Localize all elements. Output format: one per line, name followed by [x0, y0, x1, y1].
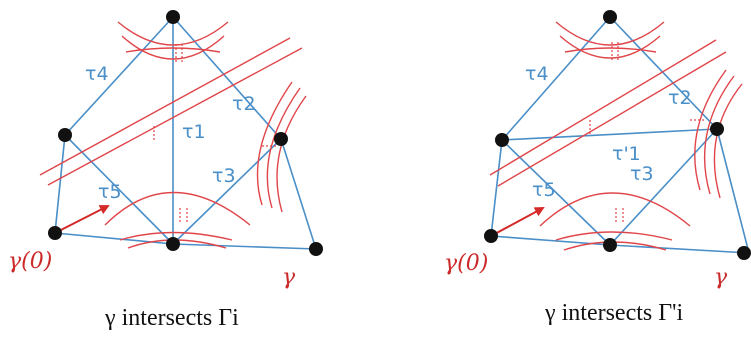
curve-top-arc-2 — [121, 35, 225, 60]
edge-tau2 — [609, 16, 718, 130]
curve-top-arc-1 — [117, 21, 229, 46]
edge-left-outer — [490, 139, 503, 237]
right-caption: γ intersects Γ'i — [544, 300, 683, 326]
curve-top-arc-2 — [559, 35, 661, 59]
vertex-origin — [484, 229, 498, 243]
curve-bottom-arc-1 — [539, 192, 691, 227]
curve-diagonal-2 — [497, 51, 727, 187]
edge-bottom-right — [609, 244, 750, 254]
label-gamma0: γ(0) — [8, 249, 52, 274]
right-gamma-arrow — [490, 207, 545, 237]
label-tau1: τ1 — [182, 121, 206, 143]
edge-left-outer — [54, 134, 66, 234]
curve-diagonal-2 — [47, 47, 303, 186]
left-edges — [54, 16, 317, 250]
edge-tau4 — [64, 16, 174, 136]
label-tau5: τ5 — [98, 181, 122, 203]
curve-diagonal-1 — [39, 37, 291, 176]
curve-bottom-arc-2 — [119, 231, 233, 241]
edge-tau2 — [172, 16, 282, 140]
edge-tau5 — [501, 139, 611, 246]
vertex-left — [58, 128, 72, 142]
edge-right-outer — [716, 128, 750, 254]
curve-top-arc-3 — [125, 47, 221, 53]
vertex-left — [495, 133, 509, 147]
curve-top-arc-1 — [555, 21, 665, 46]
label-tau2: τ2 — [668, 87, 692, 109]
edge-bottom-right — [172, 243, 317, 250]
edge-right-outer — [280, 138, 317, 250]
curve-right-arc-3 — [276, 95, 307, 213]
label-gamma: γ — [282, 265, 296, 290]
right-panel: τ4 τ2 τ'1 τ3 τ5 γ(0) γ γ intersects Γ'i — [444, 10, 751, 326]
curve-bottom-arc-1 — [104, 191, 251, 226]
edge-bottom-left — [54, 232, 174, 245]
right-vertices — [484, 10, 751, 260]
label-tau2: τ2 — [232, 93, 256, 115]
label-gamma: γ — [714, 265, 728, 290]
label-tau4: τ4 — [85, 63, 109, 85]
vertex-right — [274, 132, 288, 146]
curve-diagonal-1 — [489, 39, 717, 176]
label-tau4: τ4 — [525, 63, 549, 85]
vertex-origin — [48, 226, 62, 240]
vertex-bottom-right — [737, 246, 751, 260]
curve-right-arc-1 — [694, 69, 727, 191]
edge-tau3 — [609, 128, 718, 246]
label-tau5: τ5 — [532, 179, 556, 201]
curve-right-arc-1 — [256, 81, 293, 206]
vertex-top — [166, 10, 180, 24]
vertex-bottom-center — [603, 238, 617, 252]
edge-tau5 — [64, 134, 174, 245]
curve-right-arc-3 — [713, 83, 743, 199]
curve-right-arc-2 — [703, 75, 735, 195]
label-gamma0: γ(0) — [444, 251, 488, 276]
edge-tau4 — [501, 16, 611, 141]
curve-bottom-arc-2 — [555, 231, 673, 241]
label-tau1-prime: τ'1 — [612, 143, 641, 165]
vertex-right — [710, 122, 724, 136]
curve-top-arc-3 — [564, 47, 657, 53]
label-tau3: τ3 — [630, 163, 654, 185]
left-curves — [39, 21, 307, 249]
left-panel: τ4 τ2 τ1 τ3 τ5 γ(0) γ γ intersects Γi — [8, 10, 323, 331]
curve-right-arc-2 — [266, 87, 301, 209]
edge-tau3 — [172, 138, 282, 245]
label-tau3: τ3 — [212, 165, 236, 187]
left-vertices — [48, 10, 323, 256]
vertex-bottom-right — [309, 242, 323, 256]
right-edges — [490, 16, 750, 254]
edge-tau1-prime — [501, 128, 718, 141]
right-curves — [489, 21, 743, 251]
vertex-top — [603, 10, 617, 24]
left-gamma-arrow — [54, 205, 110, 234]
left-caption: γ intersects Γi — [104, 305, 239, 331]
vertex-bottom-center — [166, 237, 180, 251]
